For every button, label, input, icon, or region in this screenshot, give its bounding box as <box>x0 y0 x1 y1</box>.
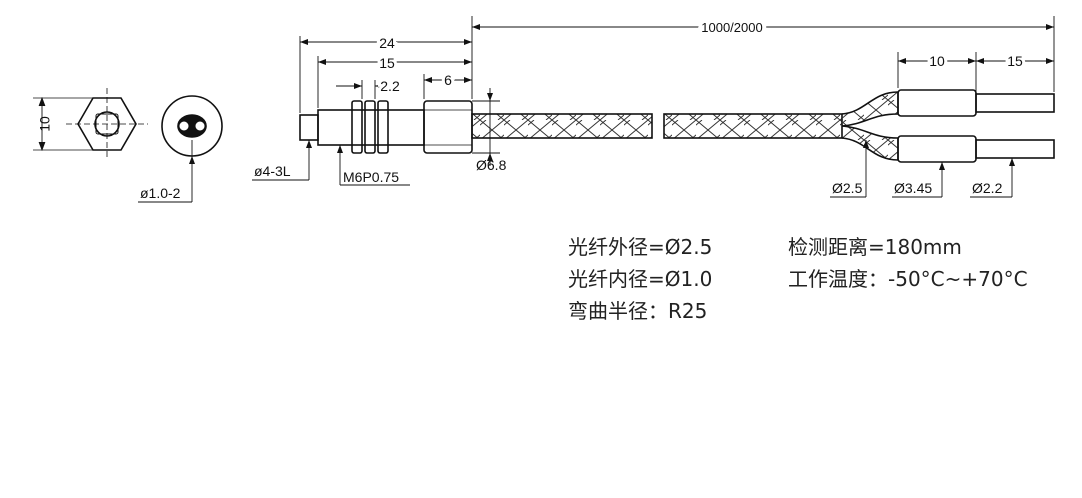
sleeve-upper <box>897 89 1055 117</box>
dim-thread-spec: M6P0.75 <box>343 169 399 185</box>
dim-fiber-end-length: 15 <box>1007 53 1023 69</box>
dim-body-dia: Ø6.8 <box>476 157 507 173</box>
dim-cable-length: 1000/2000 <box>701 20 762 35</box>
dim-hex-width: 10 <box>37 116 53 132</box>
spec-bend-radius: 弯曲半径：R25 <box>568 299 708 323</box>
dim-sleeve-length: 10 <box>929 53 945 69</box>
spec-detect-distance: 检测距离=180mm <box>788 235 962 259</box>
cable-split <box>841 91 899 161</box>
dim-total-head: 24 <box>379 35 395 51</box>
dim-tip-dia: ø4-3L <box>254 163 291 179</box>
spec-outer-dia: 光纤外径=Ø2.5 <box>568 235 713 259</box>
fiber-end-view <box>138 95 223 203</box>
hex-nut-view <box>33 88 148 160</box>
dim-sleeve-dia: Ø3.45 <box>894 180 932 196</box>
sleeve-lower <box>897 135 1055 163</box>
dim-fiber-end-dia: Ø2.2 <box>972 180 1003 196</box>
cable-segment-left <box>471 113 653 139</box>
dim-nut-to-body: 6 <box>444 72 452 88</box>
cable-segment-right <box>663 113 843 139</box>
sensor-head <box>299 100 473 154</box>
spec-inner-dia: 光纤内径=Ø1.0 <box>568 267 713 291</box>
dim-fiber-end: ø1.0-2 <box>140 185 181 201</box>
dim-cable-dia: Ø2.5 <box>832 180 863 196</box>
spec-temp-range: 工作温度：-50°C~+70°C <box>788 267 1028 291</box>
arrowheads <box>189 24 1054 170</box>
dim-nut-thickness: 2.2 <box>380 78 400 94</box>
dim-thread-length: 15 <box>379 55 395 71</box>
